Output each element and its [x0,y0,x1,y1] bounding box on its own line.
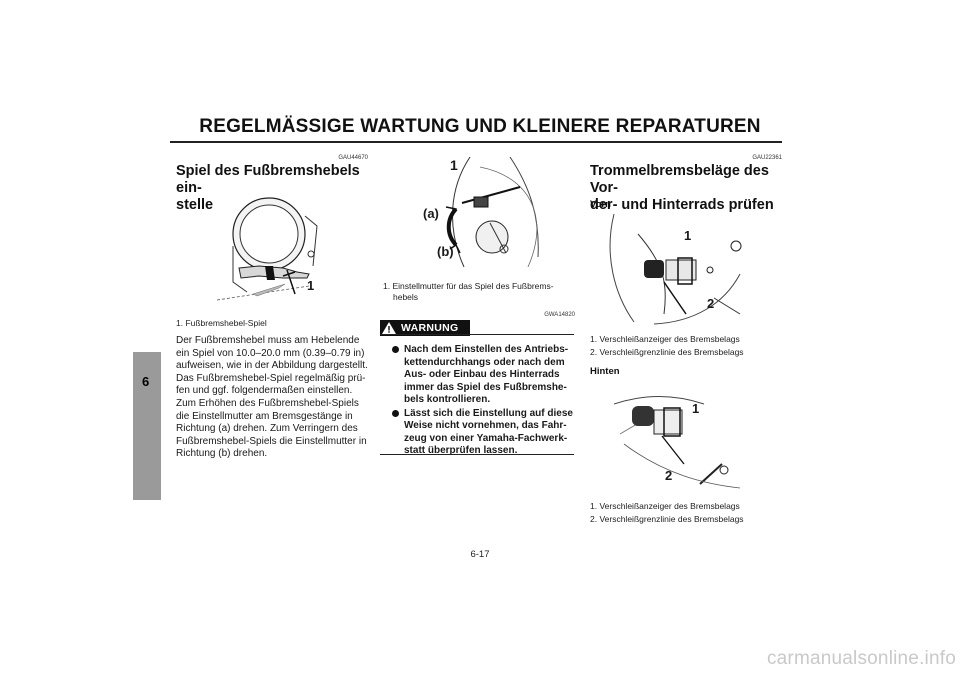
page-number: 6-17 [470,549,490,560]
figure-callout-b: (b) [437,244,454,259]
figure-callout-a: (a) [423,206,439,221]
bullet-icon [392,346,399,353]
brake-pedal-drawing [216,197,318,301]
brake-pedal-illustration [213,196,323,308]
page-title: REGELMÄSSIGE WARTUNG UND KLEINERE REPARA… [199,116,761,137]
subheading-rear: Hinten [590,366,620,377]
section-code: GAU44670 [338,155,368,161]
warning-list: Nach dem Einstellen des Antriebs- ketten… [392,344,576,459]
rear-captions: 1. Verschleißanzeiger des Bremsbelags 2.… [590,501,744,524]
warning-item: Lässt sich die Einstellung auf diese Wei… [392,408,576,458]
chapter-tab: 6 [133,352,161,500]
section-heading: Trommelbremsbeläge des Vor- der- und Hin… [590,163,774,213]
subheading-front: Vorn [590,199,611,210]
watermark-text: carmanualsonline.info [766,648,956,669]
warning-bottom-rule [380,454,574,455]
rear-brake-illustration [614,384,744,496]
rear-brake-drawing [614,396,741,489]
body-paragraph: Der Fußbremshebel muss am Hebelende ein … [176,335,368,460]
figure-callout-1: 1 [450,157,458,173]
figure-caption: 1. Fußbremshebel-Spiel [176,318,267,328]
warning-code: GWA14820 [544,312,575,318]
figure-caption: 1. Einstellmutter für das Spiel des Fußb… [383,281,554,302]
figure-callout-2: 2 [707,296,715,311]
warning-top-rule [380,334,574,335]
front-brake-illustration [594,214,744,326]
front-captions: 1. Verschleißanzeiger des Bremsbelags 2.… [590,334,744,357]
bullet-icon [392,409,399,417]
title-rule [170,141,782,143]
chapter-number: 6 [142,374,150,389]
front-brake-drawing [609,214,742,325]
figure-callout: 1 [307,278,315,293]
figure-callout-1: 1 [692,401,700,416]
figure-callout-2: 2 [665,468,673,483]
adjusting-nut-drawing [445,157,539,268]
figure-callout-1: 1 [684,228,692,243]
warning-badge-shape [380,320,470,336]
warning-item: Nach dem Einstellen des Antriebs- ketten… [392,344,576,407]
section-heading: Spiel des Fußbremshebels ein- stellen [176,163,360,213]
warning-label: WARNUNG [401,322,459,334]
section-code: GAU22361 [752,155,782,161]
warning-badge: WARNUNG [380,320,470,336]
adjusting-nut-illustration [410,157,560,275]
